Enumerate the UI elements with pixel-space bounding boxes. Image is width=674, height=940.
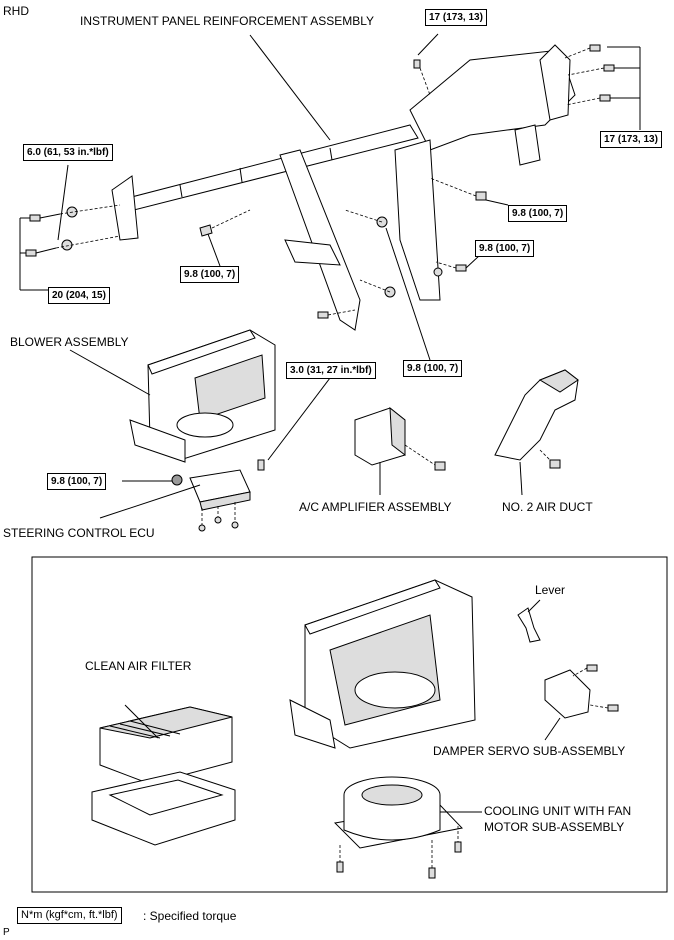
steering-ecu-label: STEERING CONTROL ECU bbox=[3, 526, 155, 540]
legend-description: : Specified torque bbox=[143, 909, 237, 923]
clean-air-filter-drawing bbox=[91, 704, 236, 846]
legend-unit-box: N*m (kgf*cm, ft.*lbf) bbox=[17, 907, 122, 924]
detail-frame bbox=[31, 556, 668, 893]
torque-box: 9.8 (100, 7) bbox=[180, 266, 240, 283]
clean-air-filter-label: CLEAN AIR FILTER bbox=[85, 659, 192, 673]
torque-box: 9.8 (100, 7) bbox=[508, 205, 568, 222]
air-duct-label: NO. 2 AIR DUCT bbox=[502, 500, 593, 514]
footer-code: P bbox=[3, 927, 10, 938]
blower-assembly bbox=[129, 329, 276, 463]
variant-label: RHD bbox=[3, 4, 29, 18]
torque-box: 17 (173, 13) bbox=[425, 9, 487, 26]
steering-ecu-drawing bbox=[171, 459, 265, 532]
cooling-fan-drawing bbox=[333, 776, 482, 879]
torque-box: 9.8 (100, 7) bbox=[403, 360, 463, 377]
instrument-panel-label: INSTRUMENT PANEL REINFORCEMENT ASSEMBLY bbox=[80, 14, 375, 28]
torque-box: 6.0 (61, 53 in.*lbf) bbox=[23, 144, 113, 161]
air-duct-drawing bbox=[494, 369, 579, 469]
bolts bbox=[25, 44, 615, 319]
torque-box: 9.8 (100, 7) bbox=[475, 240, 535, 257]
lever-label: Lever bbox=[535, 583, 566, 597]
cooling-unit-label-line1: COOLING UNIT WITH FAN bbox=[484, 804, 632, 818]
ac-amplifier-label: A/C AMPLIFIER ASSEMBLY bbox=[299, 500, 452, 514]
damper-servo-drawing bbox=[544, 664, 619, 741]
torque-box: 17 (173, 13) bbox=[600, 131, 662, 148]
blower-assembly-label: BLOWER ASSEMBLY bbox=[10, 335, 129, 349]
instrument-panel-reinforcement bbox=[111, 44, 576, 331]
cooling-unit-label-line2: MOTOR SUB-ASSEMBLY bbox=[484, 820, 625, 834]
torque-box: 3.0 (31, 27 in.*lbf) bbox=[286, 362, 376, 379]
damper-servo-label: DAMPER SERVO SUB-ASSEMBLY bbox=[433, 744, 626, 758]
ac-amplifier-drawing bbox=[354, 406, 446, 471]
blower-housing-detail bbox=[289, 579, 476, 749]
lever-drawing bbox=[517, 599, 541, 643]
torque-box: 9.8 (100, 7) bbox=[47, 473, 107, 490]
torque-box: 20 (204, 15) bbox=[48, 287, 110, 304]
